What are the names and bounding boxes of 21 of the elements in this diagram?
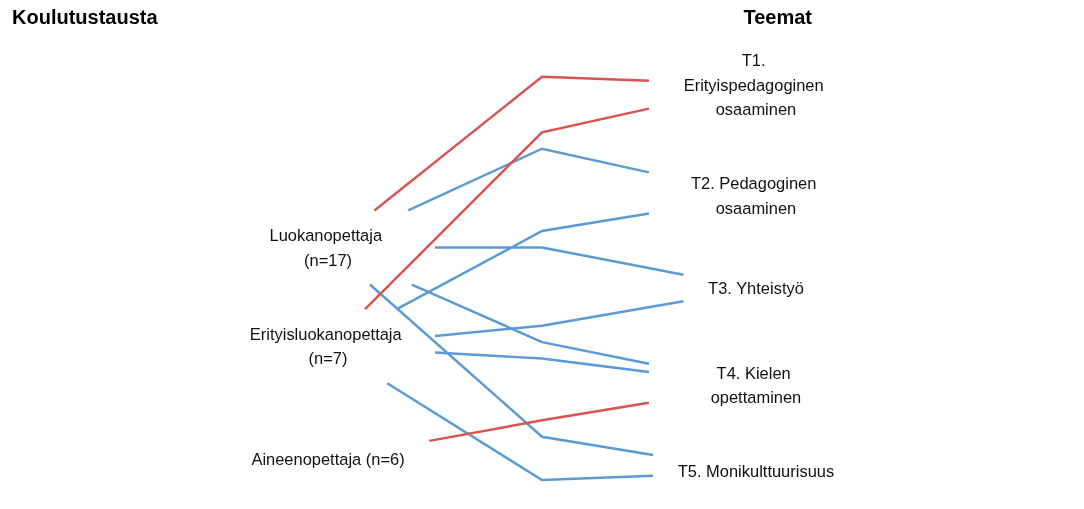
connector xyxy=(386,382,654,482)
connector xyxy=(434,351,650,374)
connector xyxy=(407,147,650,212)
connector xyxy=(411,283,650,365)
node-text: Aineenopettaja (n=6) xyxy=(251,450,405,469)
column-heading: Koulutustausta xyxy=(12,6,158,29)
column-heading: Teemat xyxy=(743,6,812,29)
node-text: T5. Monikulttuurisuus xyxy=(677,462,835,481)
node-text: T3. Yhteistyö xyxy=(708,279,804,298)
connector xyxy=(369,283,654,457)
node-text: T4. Kielen opettaminen xyxy=(710,363,802,407)
connector xyxy=(435,246,684,276)
connector xyxy=(364,107,650,311)
connector xyxy=(434,299,684,338)
node-text: T1. Erityispedagoginen osaaminen xyxy=(683,51,824,119)
connector xyxy=(373,75,650,212)
node-text: T2. Pedagoginen osaaminen xyxy=(690,174,817,218)
node-text: Luokanopettaja (n=17) xyxy=(269,226,383,269)
node-text: Erityisluokanopettaja (n=7) xyxy=(249,324,402,368)
connector xyxy=(429,401,650,443)
connector xyxy=(396,212,650,311)
